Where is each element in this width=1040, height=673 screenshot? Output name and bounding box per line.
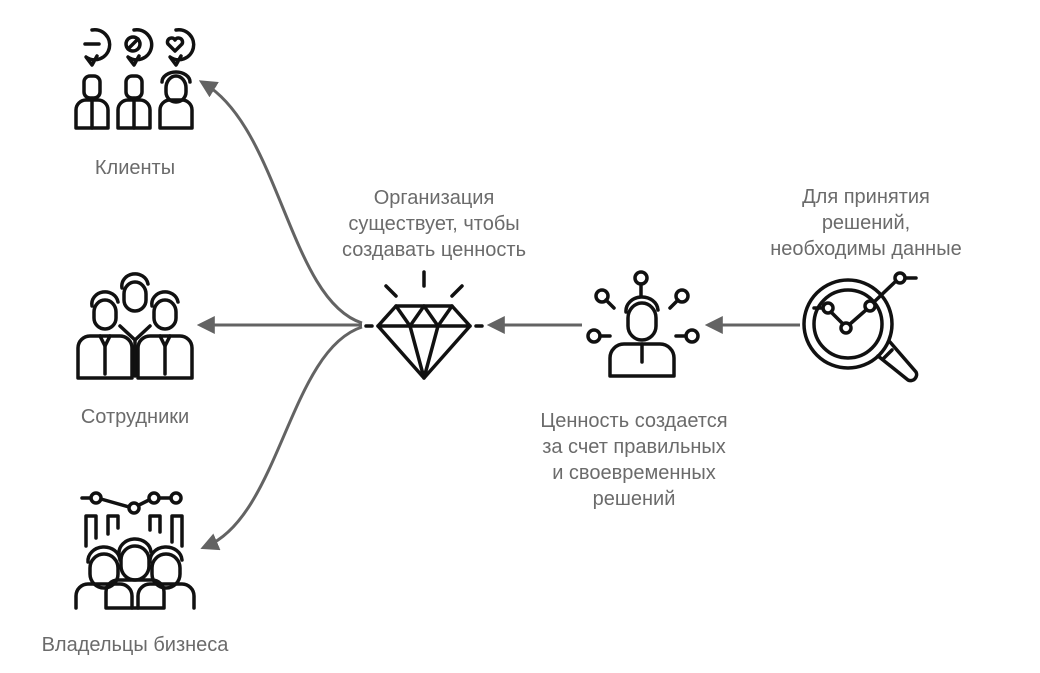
organization-caption: Организация существует, чтобы создавать … [314, 185, 554, 263]
data-caption-line-2: решений, [821, 212, 911, 234]
data-caption: Для принятия решений, необходимы данные [736, 184, 996, 262]
decision-caption-line-1: Ценность создается [540, 410, 728, 432]
clients-label: Клиенты [94, 157, 176, 179]
business-owners-icon [74, 491, 196, 610]
owners-label: Владельцы бизнеса [41, 634, 229, 656]
data-analysis-icon [802, 271, 919, 383]
decision-caption: Ценность создается за счет правильных и … [509, 408, 759, 512]
data-caption-line-1: Для принятия [802, 186, 930, 208]
diamond-icon [364, 270, 484, 380]
arrow-organization-to-clients [198, 80, 363, 325]
organization-caption-line-3: создавать ценность [341, 239, 526, 261]
decision-maker-icon [586, 270, 700, 378]
organization-caption-line-1: Организация [373, 187, 495, 209]
data-caption-line-3: необходимы данные [770, 238, 962, 260]
employees-group-icon [76, 272, 194, 380]
employees-label: Сотрудники [80, 406, 190, 428]
organization-caption-line-2: существует, чтобы [348, 213, 520, 235]
decision-caption-line-3: и своевременных [552, 462, 716, 484]
arrow-organization-to-owners [200, 325, 363, 551]
clients-feedback-icon [74, 28, 196, 130]
decision-caption-line-4: решений [592, 488, 676, 510]
decision-caption-line-2: за счет правильных [542, 436, 726, 458]
